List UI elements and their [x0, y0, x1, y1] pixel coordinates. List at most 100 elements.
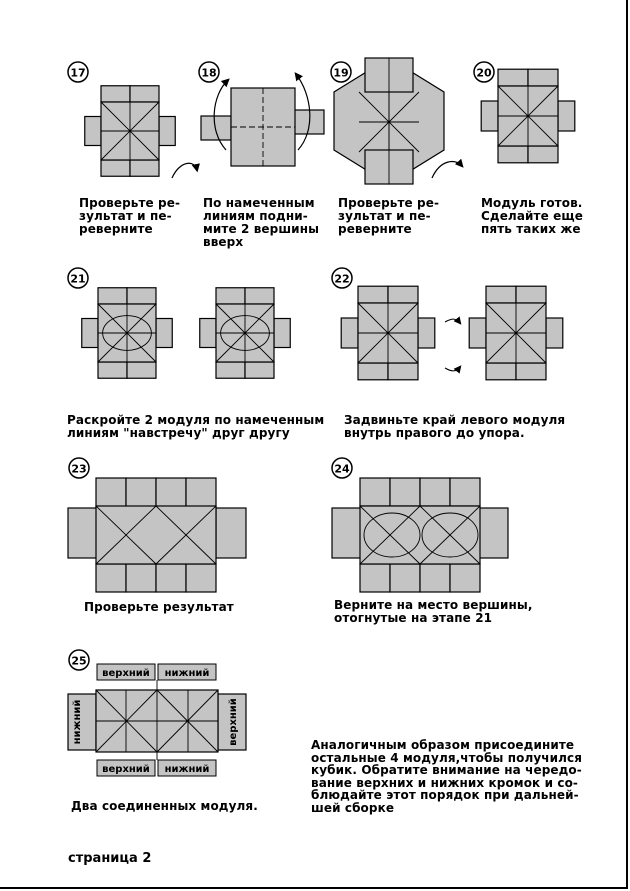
step-24-tab-right	[477, 507, 509, 559]
module-step-21-right-tab-top-b	[244, 287, 275, 305]
step-23-tab-bottom-1b	[185, 563, 217, 593]
step-24-tab-bottom-0b	[389, 563, 421, 593]
module-step-17-tab-bottom-b	[129, 159, 160, 177]
step-23-caption: Проверьте результат	[84, 600, 234, 614]
step-17-number: 17	[70, 67, 85, 80]
step-24-tab-bottom-1a	[419, 563, 451, 593]
step-24-number: 24	[334, 463, 350, 476]
step-23-tab-top-0a	[95, 477, 127, 509]
module-step-21-right	[199, 287, 291, 379]
step-19-badge: 19	[330, 61, 352, 83]
module-step-22-right	[468, 285, 564, 381]
step-23-tab-left	[67, 507, 99, 559]
module-step-22-right-tab-bottom-a	[485, 362, 517, 381]
lift-arrow-left-step-18	[213, 78, 230, 151]
step-18-badge: 18	[198, 61, 220, 83]
step-25-caption: Два соединенных модуля.	[71, 799, 258, 813]
module-step-21-left-tab-bottom-a	[97, 361, 128, 379]
step-24-caption: Верните на место вершины, отогнутые на э…	[334, 598, 533, 625]
step-17-badge: 17	[67, 61, 89, 83]
module-step-21-right-tab-top-a	[215, 287, 246, 305]
step-22-badge: 22	[331, 267, 353, 289]
slide-arrow-bottom-step-22	[444, 365, 462, 374]
module-step-22-right-tab-right	[545, 317, 564, 349]
step-18-tab-right	[293, 109, 325, 135]
step-23-tab-top-1b	[185, 477, 217, 509]
module-step-22-right-tab-top-b	[515, 285, 547, 304]
flap-label-top-upper: верхний	[102, 668, 150, 679]
module-step-17-tab-left	[84, 115, 102, 147]
flip-arrow-step-19	[431, 158, 464, 179]
module-step-17-tab-top-a	[100, 85, 131, 103]
module-step-21-left-tab-left	[81, 317, 99, 349]
step-23-badge: 23	[68, 457, 90, 479]
module-step-22-left-tab-left	[340, 317, 359, 349]
module-step-17-tab-top-b	[129, 85, 160, 103]
module-step-24	[331, 477, 509, 593]
module-step-20	[480, 68, 576, 164]
step-22-number: 22	[334, 273, 349, 286]
step-23-number: 23	[71, 463, 86, 476]
step-24-tab-top-1b	[449, 477, 481, 507]
page-number: страница 2	[68, 851, 152, 866]
step-23-tab-bottom-1a	[155, 563, 187, 593]
step-20-badge: 20	[473, 61, 495, 83]
step-23-tab-top-1a	[155, 477, 187, 509]
module-step-21-left	[81, 287, 173, 379]
module-step-22-left-tab-bottom-b	[387, 362, 419, 381]
module-step-21-left-tab-bottom-b	[126, 361, 157, 379]
module-step-21-left-tab-top-a	[97, 287, 128, 305]
module-step-20-tab-bottom-b	[527, 145, 559, 164]
module-step-17-tab-bottom-a	[100, 159, 131, 177]
step-24-tab-left	[331, 507, 363, 559]
lift-arrow-right-step-18	[294, 72, 311, 151]
step-21-badge: 21	[67, 267, 89, 289]
step-23-tab-top-0b	[125, 477, 157, 509]
module-step-22-left-tab-top-a	[357, 285, 389, 304]
assembly-note: Аналогичным образом присоедините остальн…	[311, 738, 583, 815]
step-24-tab-top-1a	[419, 477, 451, 507]
step-24-tab-top-0b	[389, 477, 421, 507]
module-step-22-left-tab-right	[417, 317, 436, 349]
step-22-caption: Задвиньте край левого модуля внутрь прав…	[344, 413, 566, 440]
step-24-tab-bottom-1b	[449, 563, 481, 593]
module-step-21-left-tab-top-b	[126, 287, 157, 305]
module-step-21-right-tab-bottom-a	[215, 361, 246, 379]
module-step-18	[200, 87, 325, 167]
flap-label-bottom-upper: нижний	[165, 668, 210, 679]
step-24-badge: 24	[331, 457, 353, 479]
step-18-caption: По намеченным линиям подни- мите 2 верши…	[203, 196, 320, 249]
step-23-tab-bottom-0b	[125, 563, 157, 593]
step-24-tab-bottom-0a	[359, 563, 391, 593]
flap-labels-step-25: верхний нижний верхний нижний нижний вер…	[72, 663, 239, 777]
step-21-caption: Раскройте 2 модуля по намеченным линиям …	[67, 413, 325, 440]
flap-label-bottom-left: нижний	[72, 700, 83, 745]
module-step-21-left-tab-right	[155, 317, 173, 349]
step-25-tab-right	[217, 693, 247, 751]
step-21-number: 21	[70, 273, 85, 286]
step-23-tab-bottom-0a	[95, 563, 127, 593]
module-step-22-right-tab-bottom-b	[515, 362, 547, 381]
module-step-21-right-tab-right	[273, 317, 291, 349]
module-step-20-tab-left	[480, 100, 499, 132]
module-step-25	[67, 680, 247, 760]
step-23-tab-right	[215, 507, 247, 559]
module-step-20-tab-top-a	[497, 68, 529, 87]
module-step-22-right-tab-left	[468, 317, 487, 349]
step-19-number: 19	[333, 67, 348, 80]
module-step-20-tab-right	[557, 100, 576, 132]
module-step-22-right-tab-top-a	[485, 285, 517, 304]
module-step-21-right-tab-bottom-b	[244, 361, 275, 379]
step-20-caption: Модуль готов. Сделайте еще пять таких же	[481, 196, 583, 236]
flap-label-bottom-lower: нижний	[165, 764, 210, 775]
step-20-number: 20	[476, 67, 492, 80]
step-18-tab-left	[200, 115, 232, 141]
flap-label-top-lower: верхний	[102, 764, 150, 775]
step-23-body	[95, 505, 217, 565]
module-step-17-tab-right	[158, 115, 176, 147]
step-25-badge: 25	[68, 649, 90, 671]
module-step-22-left	[340, 285, 436, 381]
